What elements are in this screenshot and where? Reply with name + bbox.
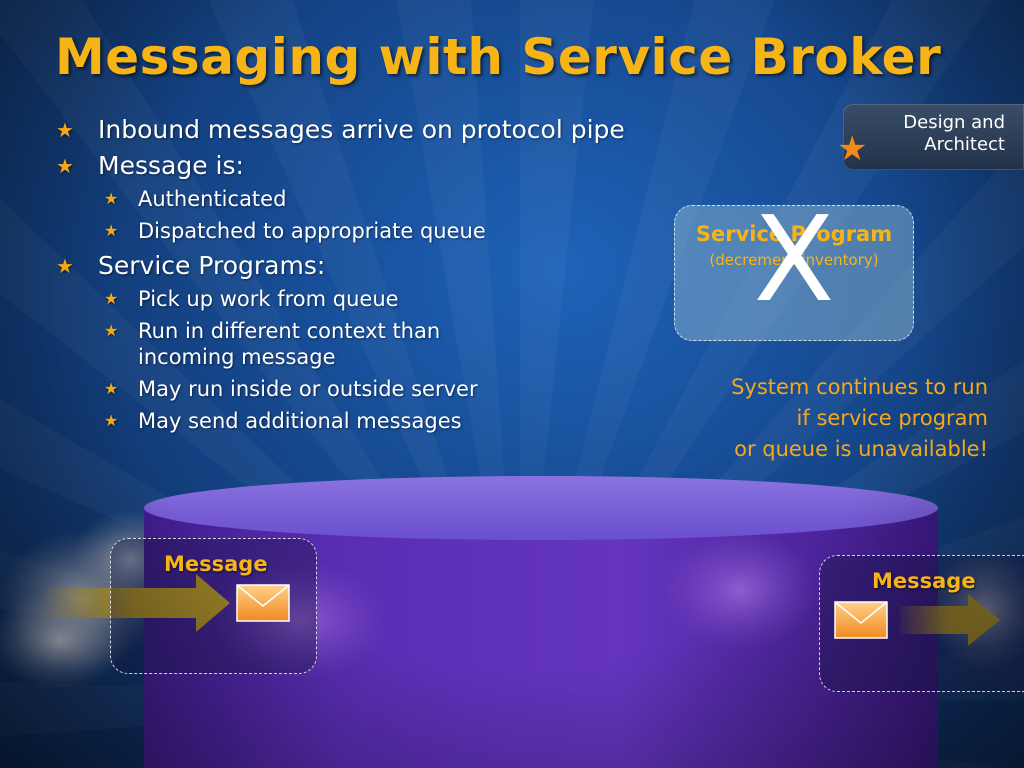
- arrow-right-icon: [40, 574, 230, 632]
- star-icon: ★: [104, 411, 119, 430]
- bullet-text: Message is:: [98, 151, 244, 180]
- service-program-title: Service Program: [695, 222, 893, 246]
- bullet-text: Pick up work from queue: [138, 287, 399, 311]
- availability-note: System continues to run if service progr…: [680, 372, 988, 465]
- bullet-item: ★ Inbound messages arrive on protocol pip…: [52, 114, 732, 146]
- sub-bullet-item: ★ May run inside or outside server: [52, 376, 732, 402]
- star-icon: ★: [104, 321, 119, 340]
- envelope-icon: [834, 601, 888, 639]
- bullet-text: Service Programs:: [98, 251, 326, 280]
- bullet-text: Dispatched to appropriate queue: [138, 219, 486, 243]
- star-icon: ★: [837, 129, 868, 169]
- star-icon: ★: [104, 221, 119, 240]
- service-program-box: Service Program (decrement inventory) X: [674, 194, 914, 341]
- x-icon: X: [753, 190, 835, 328]
- envelope-icon: [236, 584, 290, 622]
- design-architect-badge: ★ Design and Architect: [837, 104, 1024, 170]
- sub-bullet-item: ★ Authenticated: [52, 186, 732, 212]
- service-program-subtitle: (decrement inventory): [709, 251, 879, 269]
- star-icon: ★: [56, 118, 74, 142]
- note-line-3: or queue is unavailable!: [734, 437, 988, 461]
- sub-bullet-item: ★ Run in different context than incoming …: [52, 318, 538, 370]
- star-icon: ★: [104, 379, 119, 398]
- badge-text: Design and Architect: [883, 112, 1005, 156]
- bullet-text: May run inside or outside server: [138, 377, 478, 401]
- bullet-item: ★ Service Programs:: [52, 250, 732, 282]
- star-icon: ★: [104, 189, 119, 208]
- bullet-text: Run in different context than incoming m…: [138, 319, 441, 369]
- star-icon: ★: [104, 289, 119, 308]
- slide-title: Messaging with Service Broker: [55, 28, 942, 86]
- outbound-message-label: Message: [872, 569, 976, 593]
- note-line-2: if service program: [796, 406, 988, 430]
- bullet-text: Authenticated: [138, 187, 287, 211]
- cylinder-top: [144, 476, 938, 540]
- bullet-item: ★ Message is:: [52, 150, 732, 182]
- arrow-right-icon: [900, 594, 1000, 646]
- bullet-text: Inbound messages arrive on protocol pipe: [98, 115, 625, 144]
- bullet-text: May send additional messages: [138, 409, 462, 433]
- badge-line-2: Architect: [924, 134, 1005, 155]
- sub-bullet-item: ★ Dispatched to appropriate queue: [52, 218, 732, 244]
- bullet-list: ★ Inbound messages arrive on protocol pip…: [52, 114, 732, 440]
- star-icon: ★: [56, 154, 74, 178]
- badge-line-1: Design and: [903, 112, 1005, 133]
- inbound-message-label: Message: [164, 552, 268, 576]
- note-line-1: System continues to run: [731, 375, 988, 399]
- sub-bullet-item: ★ May send additional messages: [52, 408, 732, 434]
- star-icon: ★: [56, 254, 74, 278]
- sub-bullet-item: ★ Pick up work from queue: [52, 286, 732, 312]
